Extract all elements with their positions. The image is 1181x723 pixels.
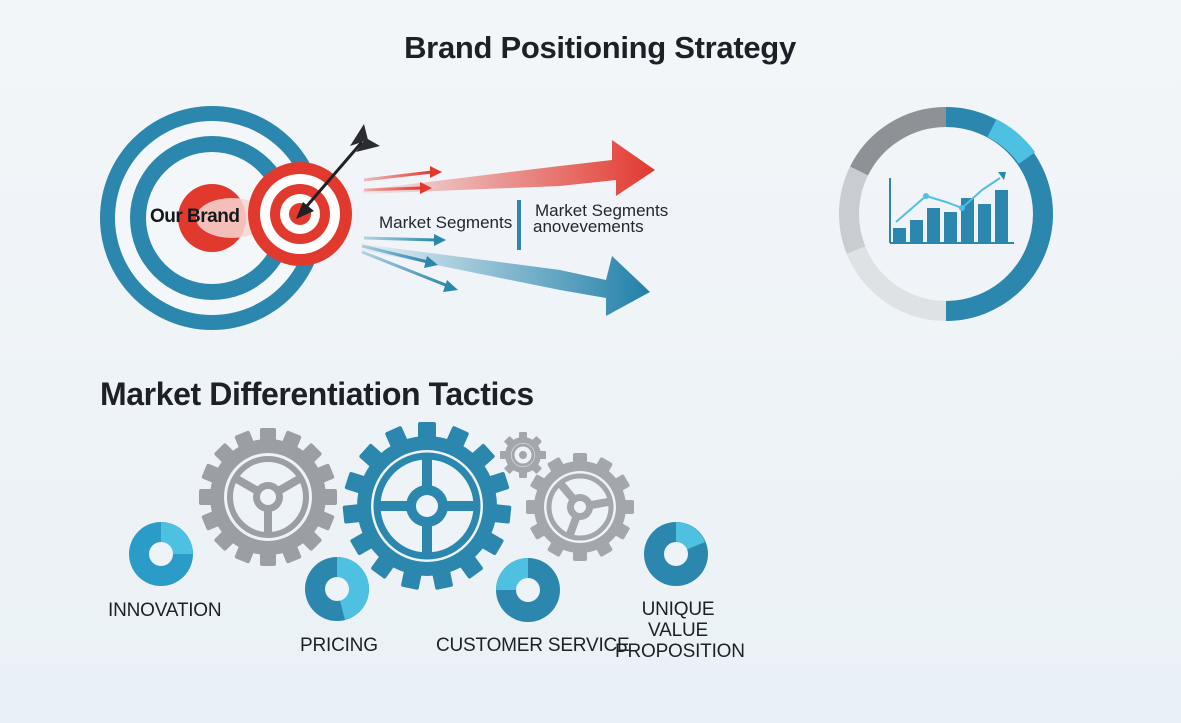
- market-target-icon: [100, 106, 324, 330]
- tactic-label-line: PROPOSITION: [615, 641, 745, 662]
- dart-icon: [296, 124, 380, 219]
- segment-label-secondary-sub: anovevements: [533, 217, 644, 236]
- gray-gear-small-icon: [500, 432, 546, 478]
- tactic-label-innovation: INNOVATION: [108, 600, 222, 621]
- segment-label: Market Segments: [379, 213, 513, 232]
- tactic-label-value-proposition: UNIQUE VALUE PROPOSITION: [615, 599, 745, 662]
- blue-arrows: [361, 234, 650, 316]
- growth-donut-icon: [839, 107, 1053, 321]
- bar-chart-icon: [889, 172, 1014, 244]
- section-title: Market Differentiation Tactics: [100, 376, 534, 412]
- gray-gear-large-icon: [199, 428, 337, 566]
- pricing-pie-icon: [305, 557, 369, 621]
- segment-divider: [517, 200, 521, 250]
- blue-gear-large-icon: [342, 422, 512, 590]
- customer-service-pie-icon: [496, 558, 560, 622]
- page-title: Brand Positioning Strategy: [404, 30, 796, 65]
- red-arrows: [362, 140, 655, 196]
- gray-gear-medium-icon: [526, 453, 634, 561]
- innovation-pie-icon: [129, 522, 193, 586]
- tactic-label-pricing: PRICING: [300, 635, 378, 656]
- tactic-label-customer-service: CUSTOMER SERVICE: [436, 635, 630, 656]
- segment-label-secondary: Market Segments: [535, 201, 669, 220]
- value-proposition-pie-icon: [644, 522, 708, 586]
- brand-label: Our Brand: [150, 206, 240, 227]
- tactic-label-line: UNIQUE VALUE: [641, 599, 715, 641]
